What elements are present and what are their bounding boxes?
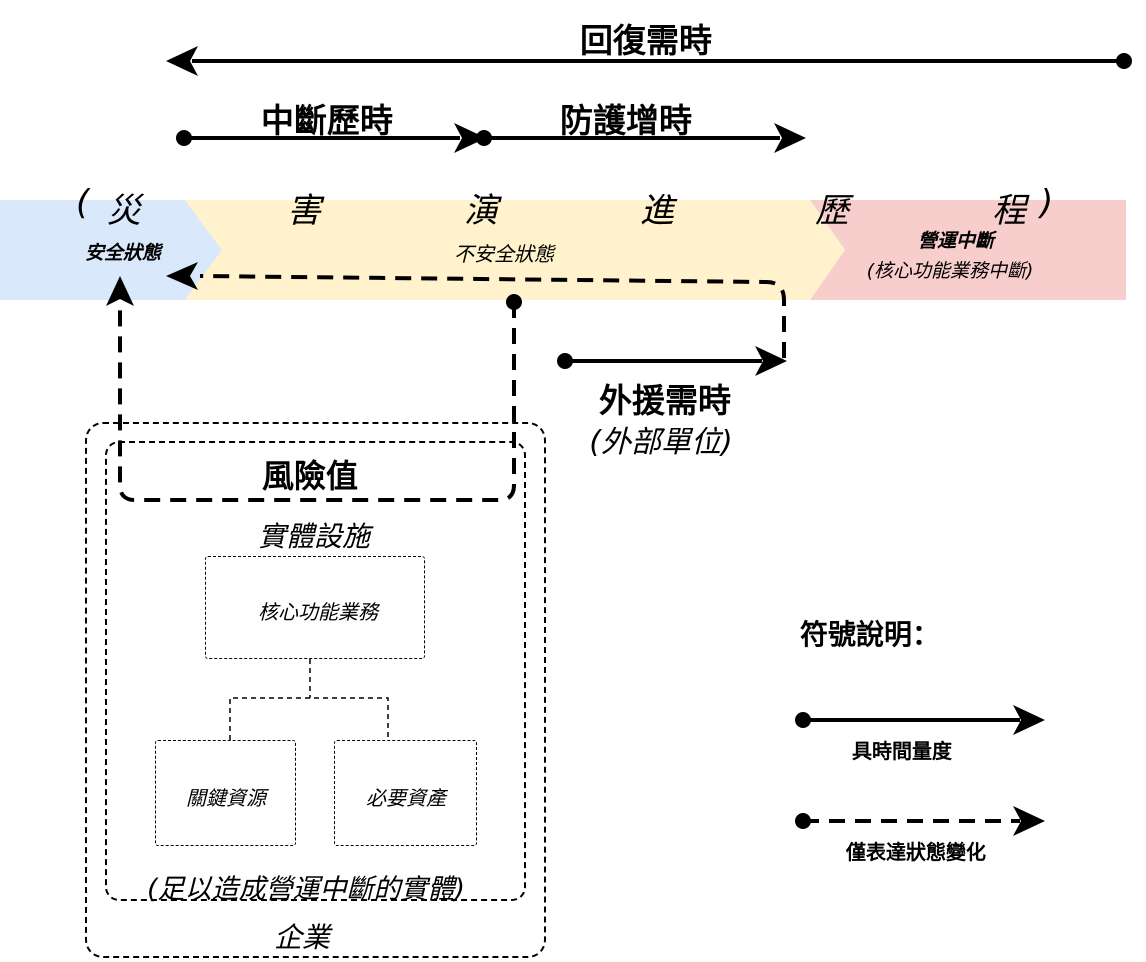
external-aid-time-arrow [557,346,787,376]
enterprise-label: 企業 [273,921,331,954]
interrupted-state-band [810,200,1126,300]
process-char-5: 歷 [815,191,849,231]
facility-box [105,441,526,901]
protection-time-label: 防護增時 [560,101,692,140]
safe-state-label: 安全狀態 [84,242,162,264]
external-aid-note: (外部單位) [589,425,733,460]
core-business-box [205,556,425,659]
legend-dashed-label: 僅表達狀態變化 [846,840,986,864]
recovery-time-arrow [166,46,1132,76]
enterprise-box [85,422,546,958]
key-resources-label: 關鍵資源 [186,786,266,810]
legend-title: 符號說明： [800,618,941,651]
core-business-label: 核心功能業務 [258,600,378,624]
external-aid-time-label: 外援需時 [599,381,731,420]
recovery-time-label: 回復需時 [580,21,712,60]
safe-state-arrowhead [166,262,198,290]
facility-tree-connectors [229,659,389,740]
process-char-0: ( [76,183,90,223]
interruption-time-label: 中斷歷時 [261,101,393,140]
legend-solid-arrow [795,705,1045,735]
interrupted-state-note: (核心功能業務中斷) [866,260,1034,282]
process-char-4: 進 [640,191,674,231]
facility-note: (足以造成營運中斷的實體) [146,874,466,905]
legend-solid-label: 具時間量度 [852,739,952,763]
essential-assets-label: 必要資產 [366,786,446,810]
process-char-3: 演 [464,191,498,231]
risk-value-label: 風險值 [261,457,359,495]
unsafe-state-band [185,200,845,300]
process-char-2: 害 [287,191,321,231]
unsafe-state-label: 不安全狀態 [454,242,554,266]
interruption-time-arrow [176,123,486,153]
legend-dashed-arrow [795,806,1045,836]
process-char-7: ) [1040,183,1054,223]
interrupted-state-label: 營運中斷 [917,230,995,252]
unsafe-point-marker [506,294,522,310]
state-change-path [118,274,786,502]
essential-assets-box [334,740,477,846]
risk-to-safe-arrowhead [106,276,134,306]
process-char-1: 災 [107,191,141,231]
facility-title: 實體設施 [257,520,371,553]
key-resources-box [155,740,296,846]
safe-state-band [0,200,222,300]
protection-time-arrow [476,123,806,153]
process-char-6: 程 [992,191,1026,231]
